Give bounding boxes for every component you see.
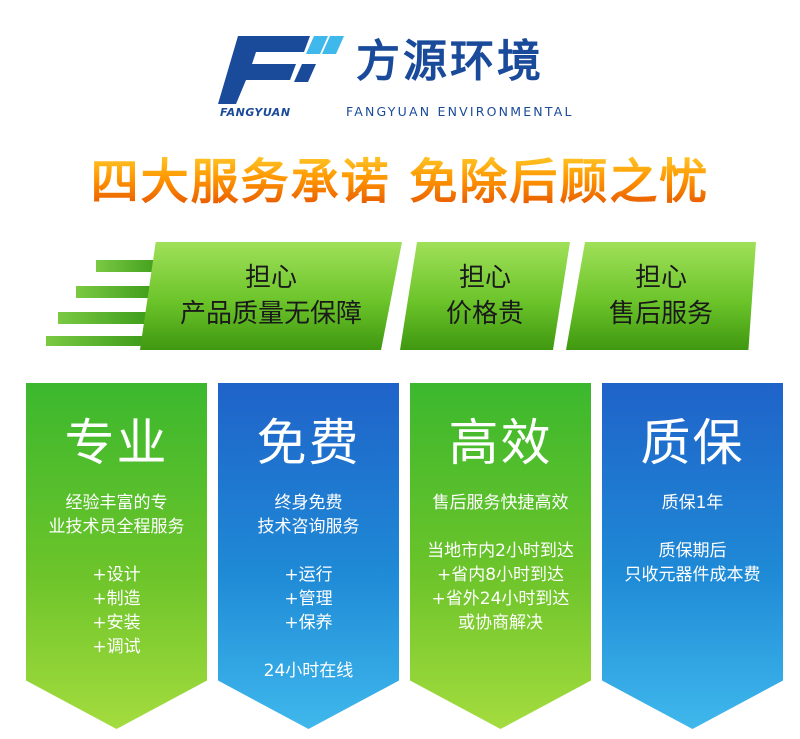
worry-price: 担心 价格贵: [400, 242, 570, 350]
card-line: 终身免费: [274, 493, 343, 513]
brand-logo: FANGYUAN 方源环境 FANGYUAN ENVIRONMENTAL: [218, 28, 598, 123]
card-warranty: 质保 质保1年质保期后只收元器件成本费: [602, 383, 783, 729]
line-gap: [416, 515, 585, 539]
card-line: +保养: [284, 613, 333, 633]
worry-text: 产品质量无保障: [179, 299, 362, 329]
card-line: 业技术员全程服务: [48, 517, 185, 537]
speed-line: [46, 336, 150, 346]
card-body: 经验丰富的专业技术员全程服务 +设计 +制造 +安装 +调试: [32, 491, 201, 659]
card-line: +制造: [92, 589, 141, 609]
fangyuan-logo-icon: [218, 36, 344, 104]
headline: 四大服务承诺 免除后顾之忧: [0, 152, 800, 212]
brand-name-en: FANGYUAN ENVIRONMENTAL: [346, 104, 574, 119]
card-line: 质保1年: [661, 493, 724, 513]
card-line: 售后服务快捷高效: [432, 493, 569, 513]
card-line: +管理: [284, 589, 333, 609]
speed-line: [76, 286, 160, 298]
worry-label: 担心: [458, 263, 511, 293]
card-line: 经验丰富的专: [65, 493, 168, 513]
worry-label: 担心: [634, 263, 687, 293]
card-body: 终身免费技术咨询服务 +运行 +管理 +保养 24小时在线: [224, 491, 393, 683]
card-line: +设计: [92, 565, 141, 585]
speed-line: [58, 312, 154, 324]
line-gap: [224, 539, 393, 563]
card-line: +运行: [284, 565, 333, 585]
card-line: 质保期后: [658, 541, 727, 561]
card-line: +调试: [92, 637, 141, 657]
brand-name-cn: 方源环境: [356, 36, 544, 87]
card-efficient: 高效 售后服务快捷高效当地市内2小时到达 +省内8小时到达 +省外24小时到达或协商…: [410, 383, 591, 729]
line-gap: [608, 515, 777, 539]
card-title: 高效: [448, 414, 553, 472]
card-line: 或协商解决: [458, 613, 543, 633]
card-line: 只收元器件成本费: [624, 565, 761, 585]
card-line: +安装: [92, 613, 141, 633]
card-free: 免费 终身免费技术咨询服务 +运行 +管理 +保养 24小时在线: [218, 383, 399, 729]
card-title: 免费: [256, 414, 361, 472]
worry-label: 担心: [244, 263, 297, 293]
logo-mark-text: FANGYUAN: [220, 106, 291, 119]
card-title: 质保: [640, 414, 745, 472]
line-gap: [32, 539, 201, 563]
worry-quality: 担心 产品质量无保障: [140, 242, 402, 350]
card-line: +省外24小时到达: [431, 589, 570, 609]
worry-text: 售后服务: [608, 299, 713, 329]
card-body: 质保1年质保期后只收元器件成本费: [608, 491, 777, 587]
worry-text: 价格贵: [445, 299, 524, 329]
card-line: 24小时在线: [263, 661, 354, 681]
worry-aftersales: 担心 售后服务: [566, 242, 756, 350]
line-gap: [224, 635, 393, 659]
card-title: 专业: [64, 414, 169, 472]
speed-line: [96, 260, 166, 272]
card-line: 当地市内2小时到达: [427, 541, 574, 561]
card-line: 技术咨询服务: [257, 517, 360, 537]
card-body: 售后服务快捷高效当地市内2小时到达 +省内8小时到达 +省外24小时到达或协商解决: [416, 491, 585, 635]
worry-banners: 担心 产品质量无保障 担心 价格贵 担心 售后服务: [0, 238, 800, 353]
card-line: +省内8小时到达: [436, 565, 565, 585]
card-professional: 专业 经验丰富的专业技术员全程服务 +设计 +制造 +安装 +调试: [26, 383, 207, 729]
